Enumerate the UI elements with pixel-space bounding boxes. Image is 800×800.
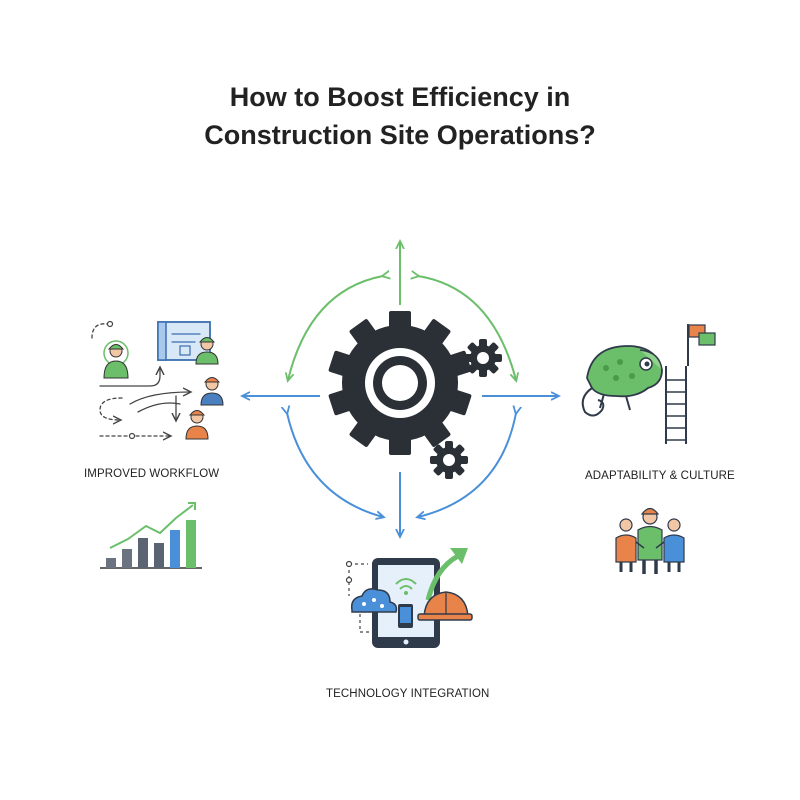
small-gear-icon-upper (464, 339, 502, 377)
ladder-flag-icon (665, 324, 716, 444)
arc-top-right (418, 276, 516, 380)
chameleon-icon (581, 345, 663, 417)
cycle-arrows (243, 242, 558, 536)
team-icon (615, 507, 685, 574)
growth-bar-chart-icon (100, 502, 202, 569)
title-line-2: Construction Site Operations? (204, 120, 596, 150)
title-line-1: How to Boost Efficiency in (229, 82, 571, 112)
label-adaptability-culture: ADAPTABILITY & CULTURE (585, 470, 735, 482)
growth-arrow-icon (425, 548, 468, 601)
tablet-cloud-icon (345, 558, 440, 648)
hard-hat-icon (417, 591, 473, 621)
workflow-icon (91, 320, 224, 440)
arc-top-left (288, 276, 383, 380)
small-gear-icon-lower (430, 441, 468, 479)
arc-bottom-right (418, 413, 516, 517)
label-technology-integration: TECHNOLOGY INTEGRATION (326, 688, 490, 700)
arc-bottom-left (287, 413, 383, 517)
page-title: How to Boost Efficiency in Construction … (0, 78, 800, 154)
main-gear-icon (328, 311, 472, 455)
label-improved-workflow: IMPROVED WORKFLOW (84, 468, 220, 480)
